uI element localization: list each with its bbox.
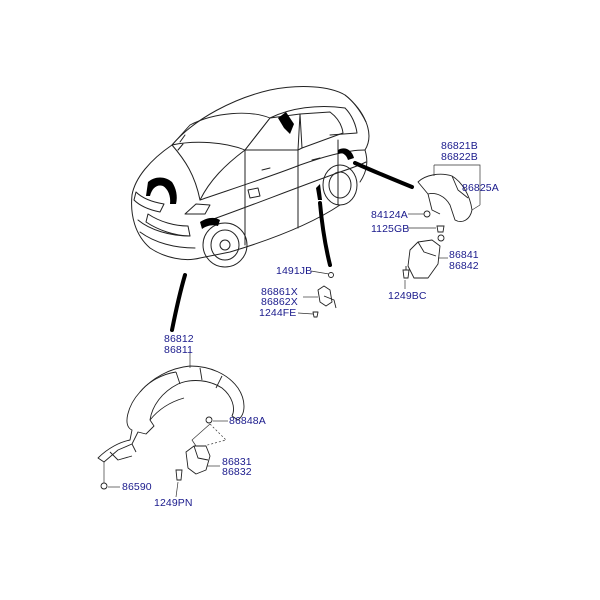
- front-liner-part: [97, 365, 245, 475]
- car-illustration: [131, 86, 370, 268]
- part-label-86590: 86590: [122, 481, 152, 493]
- part-label-86831: 86831: [222, 456, 252, 468]
- part-label-86848a: 86848A: [229, 415, 266, 427]
- part-label-1491jb: 1491JB: [276, 265, 313, 277]
- part-label-86821b: 86821B: [441, 140, 478, 152]
- part-label-86842: 86842: [449, 260, 479, 272]
- part-label-1249bc: 1249BC: [388, 290, 427, 302]
- rear-leaders: [404, 164, 481, 289]
- part-label-86825a: 86825A: [462, 182, 499, 194]
- location-highlights: [146, 112, 354, 229]
- front-leaders: [103, 353, 228, 498]
- part-label-86841: 86841: [449, 249, 479, 261]
- rear-fasteners: [402, 210, 445, 279]
- part-label-86812: 86812: [164, 333, 194, 345]
- front-fasteners: [100, 416, 213, 490]
- bracket-leaders: [297, 270, 330, 315]
- part-label-86822b: 86822B: [441, 151, 478, 163]
- part-label-84124a: 84124A: [371, 209, 408, 221]
- part-label-1125gb: 1125GB: [371, 223, 410, 235]
- part-label-86861x: 86861X: [261, 286, 298, 298]
- part-label-86862x: 86862X: [261, 296, 298, 308]
- part-label-86832: 86832: [222, 466, 252, 478]
- rear-liner-part: [407, 173, 473, 279]
- callout-strokes: [170, 161, 414, 332]
- part-label-1244fe: 1244FE: [259, 307, 297, 319]
- part-label-86811: 86811: [164, 344, 193, 356]
- bracket-part: [312, 272, 337, 318]
- part-label-1249pn: 1249PN: [154, 497, 193, 509]
